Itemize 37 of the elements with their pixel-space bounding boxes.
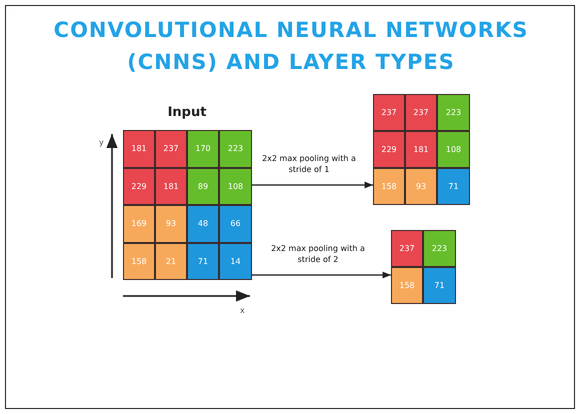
grid-cell: 223 <box>219 130 252 168</box>
grid-cell: 237 <box>391 230 423 267</box>
grid-cell: 158 <box>391 267 423 304</box>
grid-cell: 71 <box>423 267 456 304</box>
grid-cell: 14 <box>219 242 252 280</box>
grid-cell: 181 <box>155 168 187 205</box>
grid-cell: 170 <box>187 130 219 168</box>
grid-cell: 181 <box>405 131 437 168</box>
grid-cell: 229 <box>123 168 155 205</box>
grid-cell: 181 <box>123 130 155 168</box>
grid-cell: 108 <box>219 168 252 205</box>
grid-cell: 237 <box>155 130 187 168</box>
grid-cell: 89 <box>187 168 219 205</box>
grid-cell: 108 <box>437 131 470 168</box>
grid-cell: 71 <box>437 168 470 205</box>
grid-cell: 93 <box>155 205 187 242</box>
grid-cell: 21 <box>155 242 187 280</box>
grid-cell: 229 <box>373 131 405 168</box>
grid-heading: Input <box>166 105 208 120</box>
grid-cell: 237 <box>405 94 437 131</box>
grid-cell: 158 <box>123 242 155 280</box>
grid-cell: 237 <box>373 94 405 131</box>
axis-label: y <box>99 138 104 147</box>
grid-cell: 66 <box>219 205 252 242</box>
pooled-grid <box>391 230 455 304</box>
grid-cell: 158 <box>373 168 405 205</box>
grid-cell: 93 <box>405 168 437 205</box>
grid-cell: 169 <box>123 205 155 242</box>
grid-cell: 223 <box>423 230 456 267</box>
pooled-grid <box>373 94 469 205</box>
title: CONVOLUTIONAL NEURAL NETWORKS (CNNS) AND LAYER TYPES <box>52 17 530 76</box>
grid-cell: 71 <box>187 242 219 280</box>
grid-cell: 223 <box>437 94 470 131</box>
arrow <box>251 182 373 188</box>
grid-cell: 48 <box>187 205 219 242</box>
axis-label: x <box>240 306 245 315</box>
arrow <box>251 272 391 278</box>
